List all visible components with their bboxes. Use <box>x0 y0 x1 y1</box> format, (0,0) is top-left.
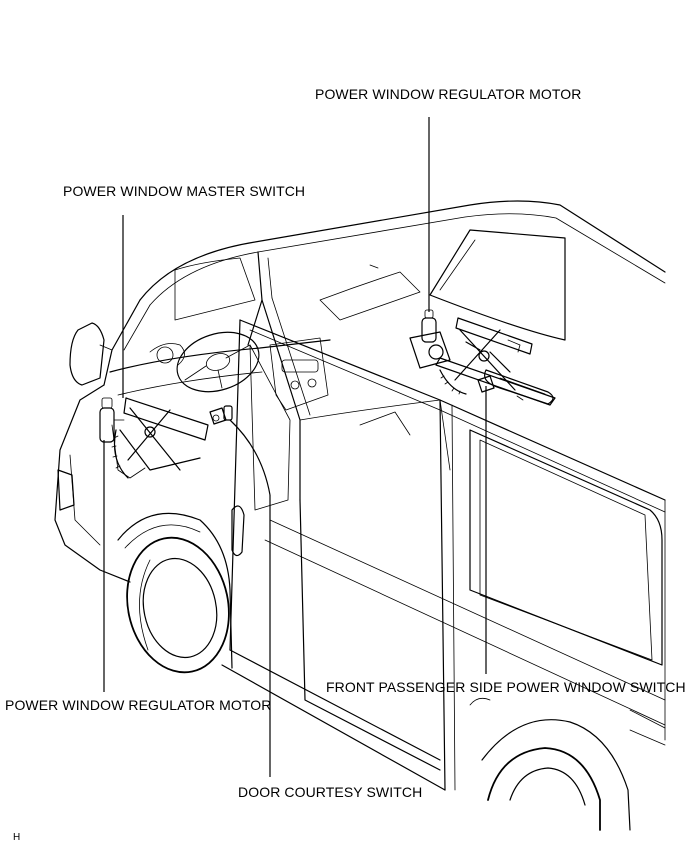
figure-code: H <box>13 832 21 843</box>
callout-leaders <box>103 117 487 777</box>
passenger-window-regulator <box>409 309 556 406</box>
leader-door-courtesy-upper <box>229 419 271 496</box>
label-regulator-motor-bottom: POWER WINDOW REGULATOR MOTOR <box>5 697 272 713</box>
label-door-courtesy-switch: DOOR COURTESY SWITCH <box>238 784 423 800</box>
driver-window-regulator <box>99 397 233 479</box>
label-master-switch: POWER WINDOW MASTER SWITCH <box>63 183 306 199</box>
label-passenger-switch: FRONT PASSENGER SIDE POWER WINDOW SWITCH <box>326 679 686 695</box>
label-regulator-motor-top: POWER WINDOW REGULATOR MOTOR <box>315 86 582 102</box>
van-body <box>54 200 666 831</box>
